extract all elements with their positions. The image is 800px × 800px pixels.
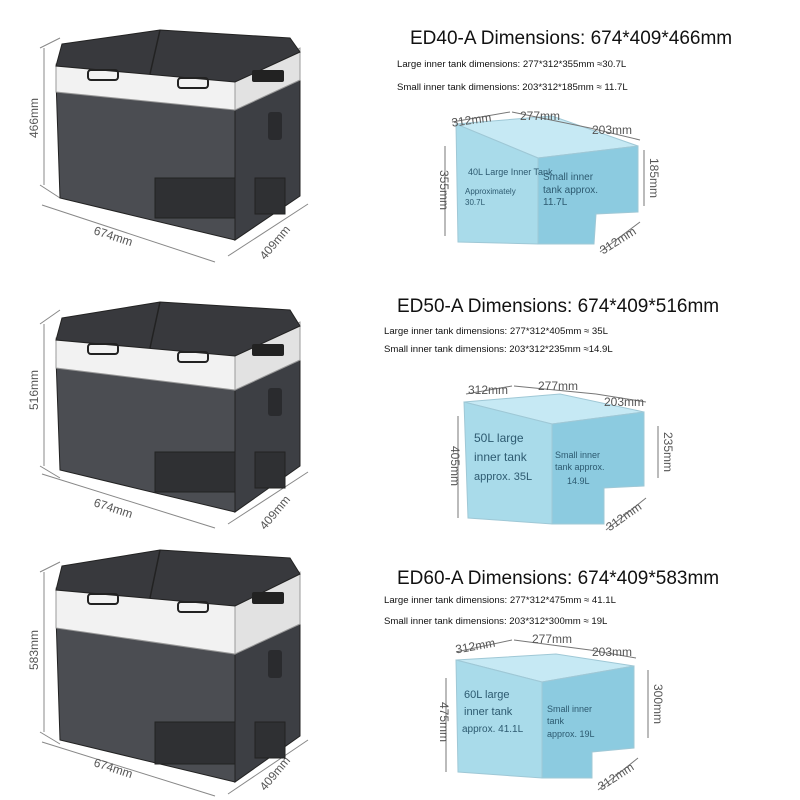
large-tank-label-3: approx. 41.1L [462,724,524,735]
fridge-height-label: 516mm [27,370,41,410]
small-tank-face [541,665,635,779]
large-tank-spec: Large inner tank dimensions: 277*312*475… [384,595,616,606]
small-tank-label-3: 11.7L [543,197,568,208]
large-tank-spec: Large inner tank dimensions: 277*312*405… [384,326,608,337]
small-tank-spec: Small inner tank dimensions: 203*312*235… [384,344,613,355]
model-title: ED40-A Dimensions: 674*409*466mm [410,28,733,49]
tank-small-depth-label: 312mm [603,500,644,534]
tank-diagram-ed50: 50L large inner tank approx. 35L Small i… [448,379,675,534]
large-tank-label-3: 30.7L [465,198,486,207]
tank-diagram-ed40: 40L Large Inner Tank Approximately 30.7L… [437,109,661,257]
large-tank-spec: Large inner tank dimensions: 277*312*355… [397,59,627,70]
fridge-illustration-ed50: 516mm 674mm 409mm [27,301,309,532]
large-tank-label-1: 50L large [474,431,524,445]
small-tank-label-1: Small inner [543,172,594,183]
tank-top-large-label: 277mm [520,109,560,123]
small-tank-label-2: tank [547,716,565,726]
model-title: ED60-A Dimensions: 674*409*583mm [397,568,720,589]
tank-large-height-label: 405mm [448,446,462,486]
small-tank-label-3: approx. 19L [547,729,595,739]
large-tank-label-1: 60L large [464,689,509,701]
tank-top-depth-label: 312mm [468,383,508,397]
tank-small-height-label: 300mm [651,684,665,724]
large-tank-label-2: Approximately [465,187,516,196]
small-tank-face [551,411,645,525]
fridge-illustration-ed40: 466mm 674mm 409mm [27,29,309,263]
small-tank-label-1: Small inner [555,450,600,460]
fridge-height-label: 583mm [27,630,41,670]
tank-top-depth-label: 312mm [454,636,496,657]
large-tank-label-3: approx. 35L [474,471,532,483]
small-tank-label-2: tank approx. [555,462,605,472]
fridge-illustration-ed60: 583mm 674mm 409mm [27,549,309,797]
tank-large-height-label: 475mm [437,702,451,742]
tank-top-large-label: 277mm [538,379,578,393]
fridge-body [55,29,301,241]
tank-top-small-label: 203mm [604,395,644,409]
tank-small-depth-label: 312mm [597,224,638,257]
model-row-ed40: 466mm 674mm 409mm ED40-A Dimensions: 674… [0,0,800,265]
small-tank-label-2: tank approx. [543,185,598,196]
tank-large-height-label: 355mm [437,170,451,210]
tank-small-height-label: 235mm [661,432,675,472]
large-tank-label-2: inner tank [464,706,513,718]
model-row-ed50: 516mm 674mm 409mm ED50-A Dimensions: 674… [0,266,800,534]
small-tank-spec: Small inner tank dimensions: 203*312*300… [384,616,608,627]
model-title: ED50-A Dimensions: 674*409*516mm [397,296,720,317]
fridge-body [55,301,301,513]
tank-top-large-label: 277mm [532,632,572,646]
tank-top-small-label: 203mm [592,123,632,137]
tank-top-small-label: 203mm [592,645,632,659]
tank-diagram-ed60: 60L large inner tank approx. 41.1L Small… [437,632,665,794]
small-tank-spec: Small inner tank dimensions: 203*312*185… [397,82,628,93]
small-tank-face [537,145,639,245]
fridge-height-label: 466mm [27,98,41,138]
model-row-ed60: 583mm 674mm 409mm ED60-A Dimensions: 674… [0,532,800,797]
small-tank-label-3: 14.9L [567,476,590,486]
tank-small-depth-label: 312mm [595,760,636,794]
tank-top-depth-label: 312mm [451,110,493,129]
small-tank-label-1: Small inner [547,704,592,714]
tank-small-height-label: 185mm [647,158,661,198]
large-tank-label-2: inner tank [474,450,528,464]
large-tank-label-1: 40L Large Inner Tank [468,167,553,177]
fridge-body [55,549,301,783]
